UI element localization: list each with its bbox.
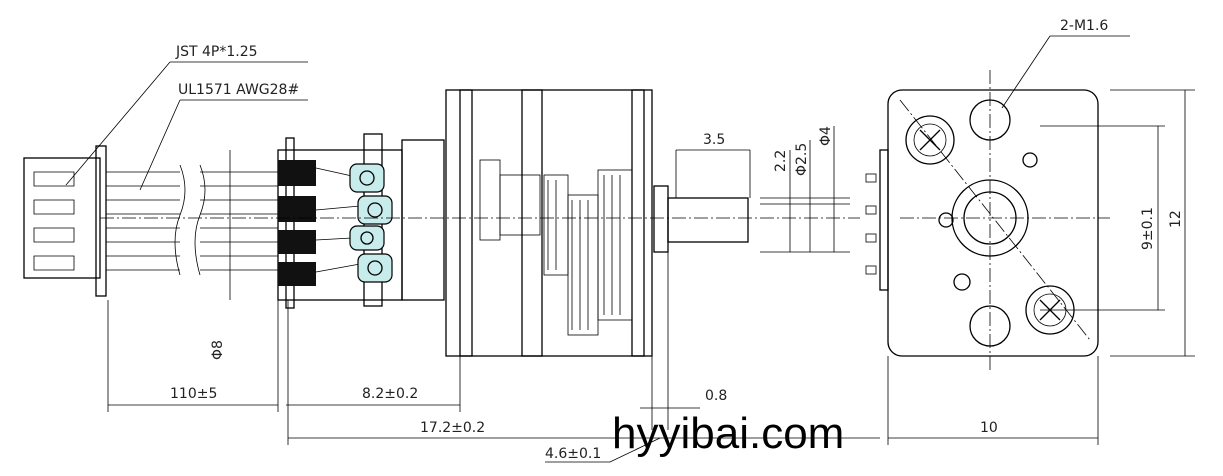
motor-dia-label: Φ8 [210, 340, 226, 360]
end-view [865, 70, 1110, 370]
height-label: 12 [1168, 210, 1184, 228]
gearbox [445, 89, 749, 357]
boss-length-label: 0.8 [705, 388, 727, 404]
shaft-flat-label: 2.2 [773, 150, 789, 172]
dimension-lines [65, 35, 1195, 463]
lead-length-label: 110±5 [170, 386, 217, 402]
gearbox-length-label: 4.6±0.1 [545, 446, 601, 462]
shaft-dia-label: Φ2.5 [794, 143, 810, 176]
connector-label: JST 4P*1.25 [175, 44, 258, 60]
wire-label: UL1571 AWG28# [178, 82, 299, 98]
total-length-label: 17.2±0.2 [420, 420, 485, 436]
lead-wires [106, 164, 278, 276]
width-label: 10 [980, 420, 998, 436]
jst-connector [23, 145, 107, 297]
screw-label: 2-M1.6 [1060, 18, 1108, 34]
motor-body [277, 133, 445, 309]
watermark: hyyibai.com [612, 409, 844, 458]
boss-dia-label: Φ4 [818, 126, 834, 146]
shaft-length-label: 3.5 [703, 132, 725, 148]
hole-spacing-label: 9±0.1 [1140, 207, 1156, 250]
motor-length-label: 8.2±0.2 [362, 386, 418, 402]
